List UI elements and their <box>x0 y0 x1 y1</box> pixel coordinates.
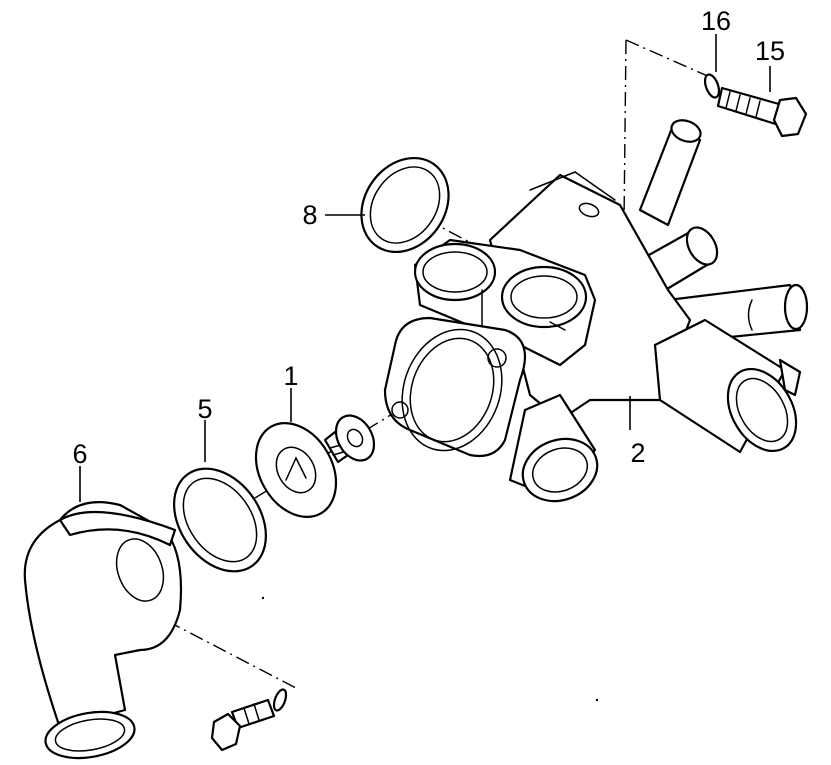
gasket-small <box>173 467 267 573</box>
callout-housing: 2 <box>630 438 645 468</box>
o-ring-top <box>703 73 721 99</box>
bolt-top <box>716 86 808 138</box>
gasket-large <box>360 156 450 254</box>
stray-dots <box>261 596 599 702</box>
callout-thermostat: 1 <box>283 361 298 391</box>
coolant-elbow <box>23 501 183 760</box>
callout-gasket-small: 5 <box>197 394 212 424</box>
thermostat-housing <box>383 119 809 503</box>
callout-bolt: 15 <box>755 36 785 66</box>
callout-gasket-large: 8 <box>302 200 317 230</box>
callout-labels: 16 15 8 1 5 6 2 <box>72 6 785 469</box>
callout-o-ring: 16 <box>701 6 731 36</box>
thermostat <box>254 414 376 518</box>
callout-elbow: 6 <box>72 439 87 469</box>
leader-lines <box>79 34 771 502</box>
bolt-bottom <box>210 688 288 752</box>
